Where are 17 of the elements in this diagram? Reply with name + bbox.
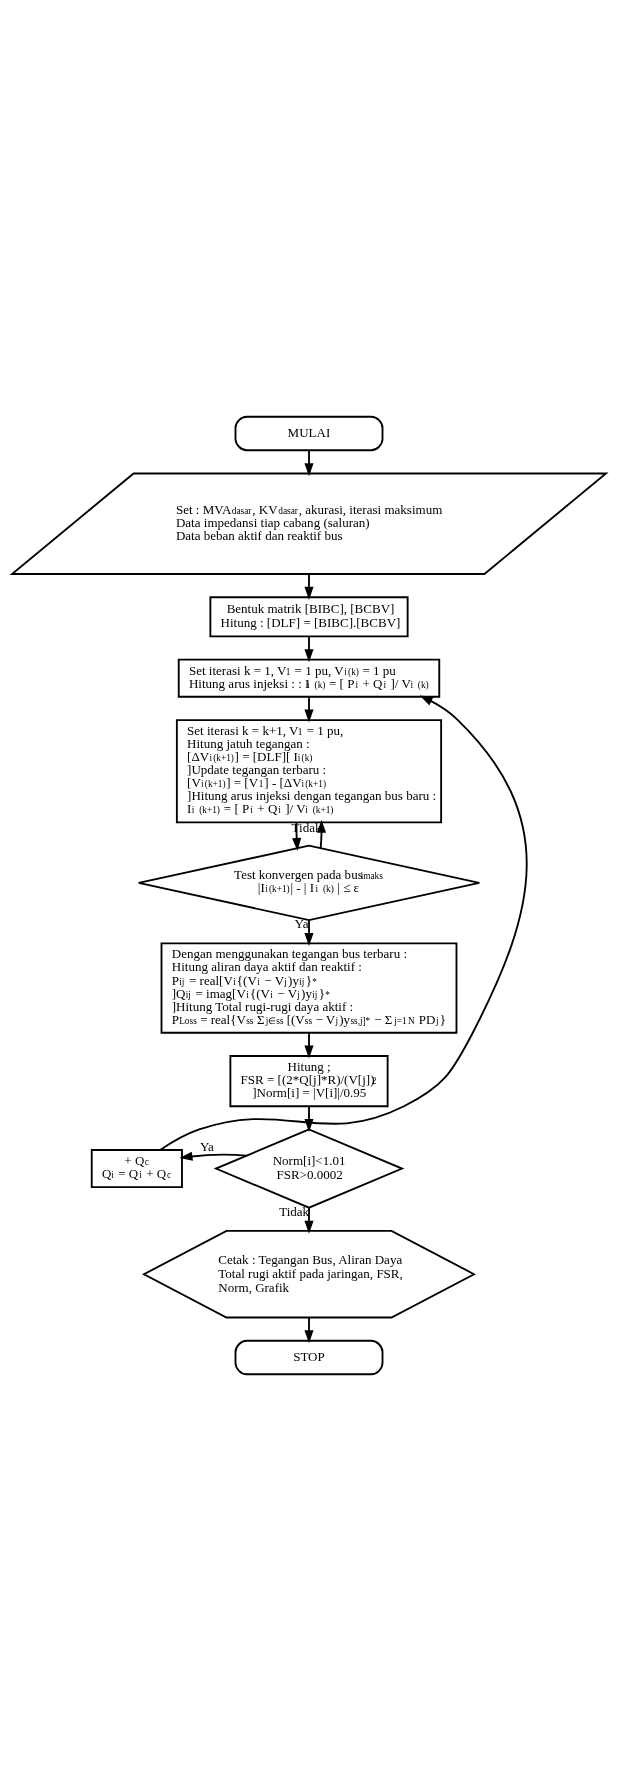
arrow bbox=[304, 919, 314, 947]
arrow bbox=[304, 696, 314, 723]
node-box: MULAI bbox=[234, 415, 384, 452]
node-box: Dengan menggunakan tegangan bus terbaru : Hitung aliran daya aktif dan reaktif : Pij = real[Vi{(Vi − Vj)yij}*]Qij = imag[Vi{(Vi − Vj)yij}*]Hitung Total rugi-rugi daya aktif : PLoss = real{Vss Σj∈ss [(Vss − Vj)yss,j]* − Σj=1N PDj} bbox=[160, 942, 458, 1034]
arrow bbox=[304, 449, 314, 477]
arrow bbox=[304, 573, 314, 600]
node-box: Set iterasi k = k+1, V1 = 1 pu, Hitung jatuh tegangan : [ΔVi(k+1)] = [DLF][ Ii(k)]Update tegangan terbaru : [Vi(k+1)] = [V1] - [ΔVi(k+1)]Hitung arus injeksi dengan tegangan bus baru : Ii (k+1) = [ Pi + Qi ]/ Vi (k+1) bbox=[175, 719, 443, 824]
arrow bbox=[179, 1151, 248, 1161]
arrow bbox=[304, 1032, 314, 1059]
arrow bbox=[304, 1206, 314, 1234]
arrow bbox=[304, 1316, 314, 1344]
node-box: + Qc Qi = Qi + Qc bbox=[90, 1149, 183, 1189]
node-box: Bentuk matrik [BIBC], [BCBV] Hitung : [DLF] = [BIBC].[BCBV] bbox=[209, 596, 409, 638]
edge-label: Ya bbox=[199, 1139, 214, 1155]
arrow bbox=[159, 695, 528, 1151]
node-box: STOP bbox=[234, 1339, 384, 1376]
arrow bbox=[304, 635, 314, 663]
